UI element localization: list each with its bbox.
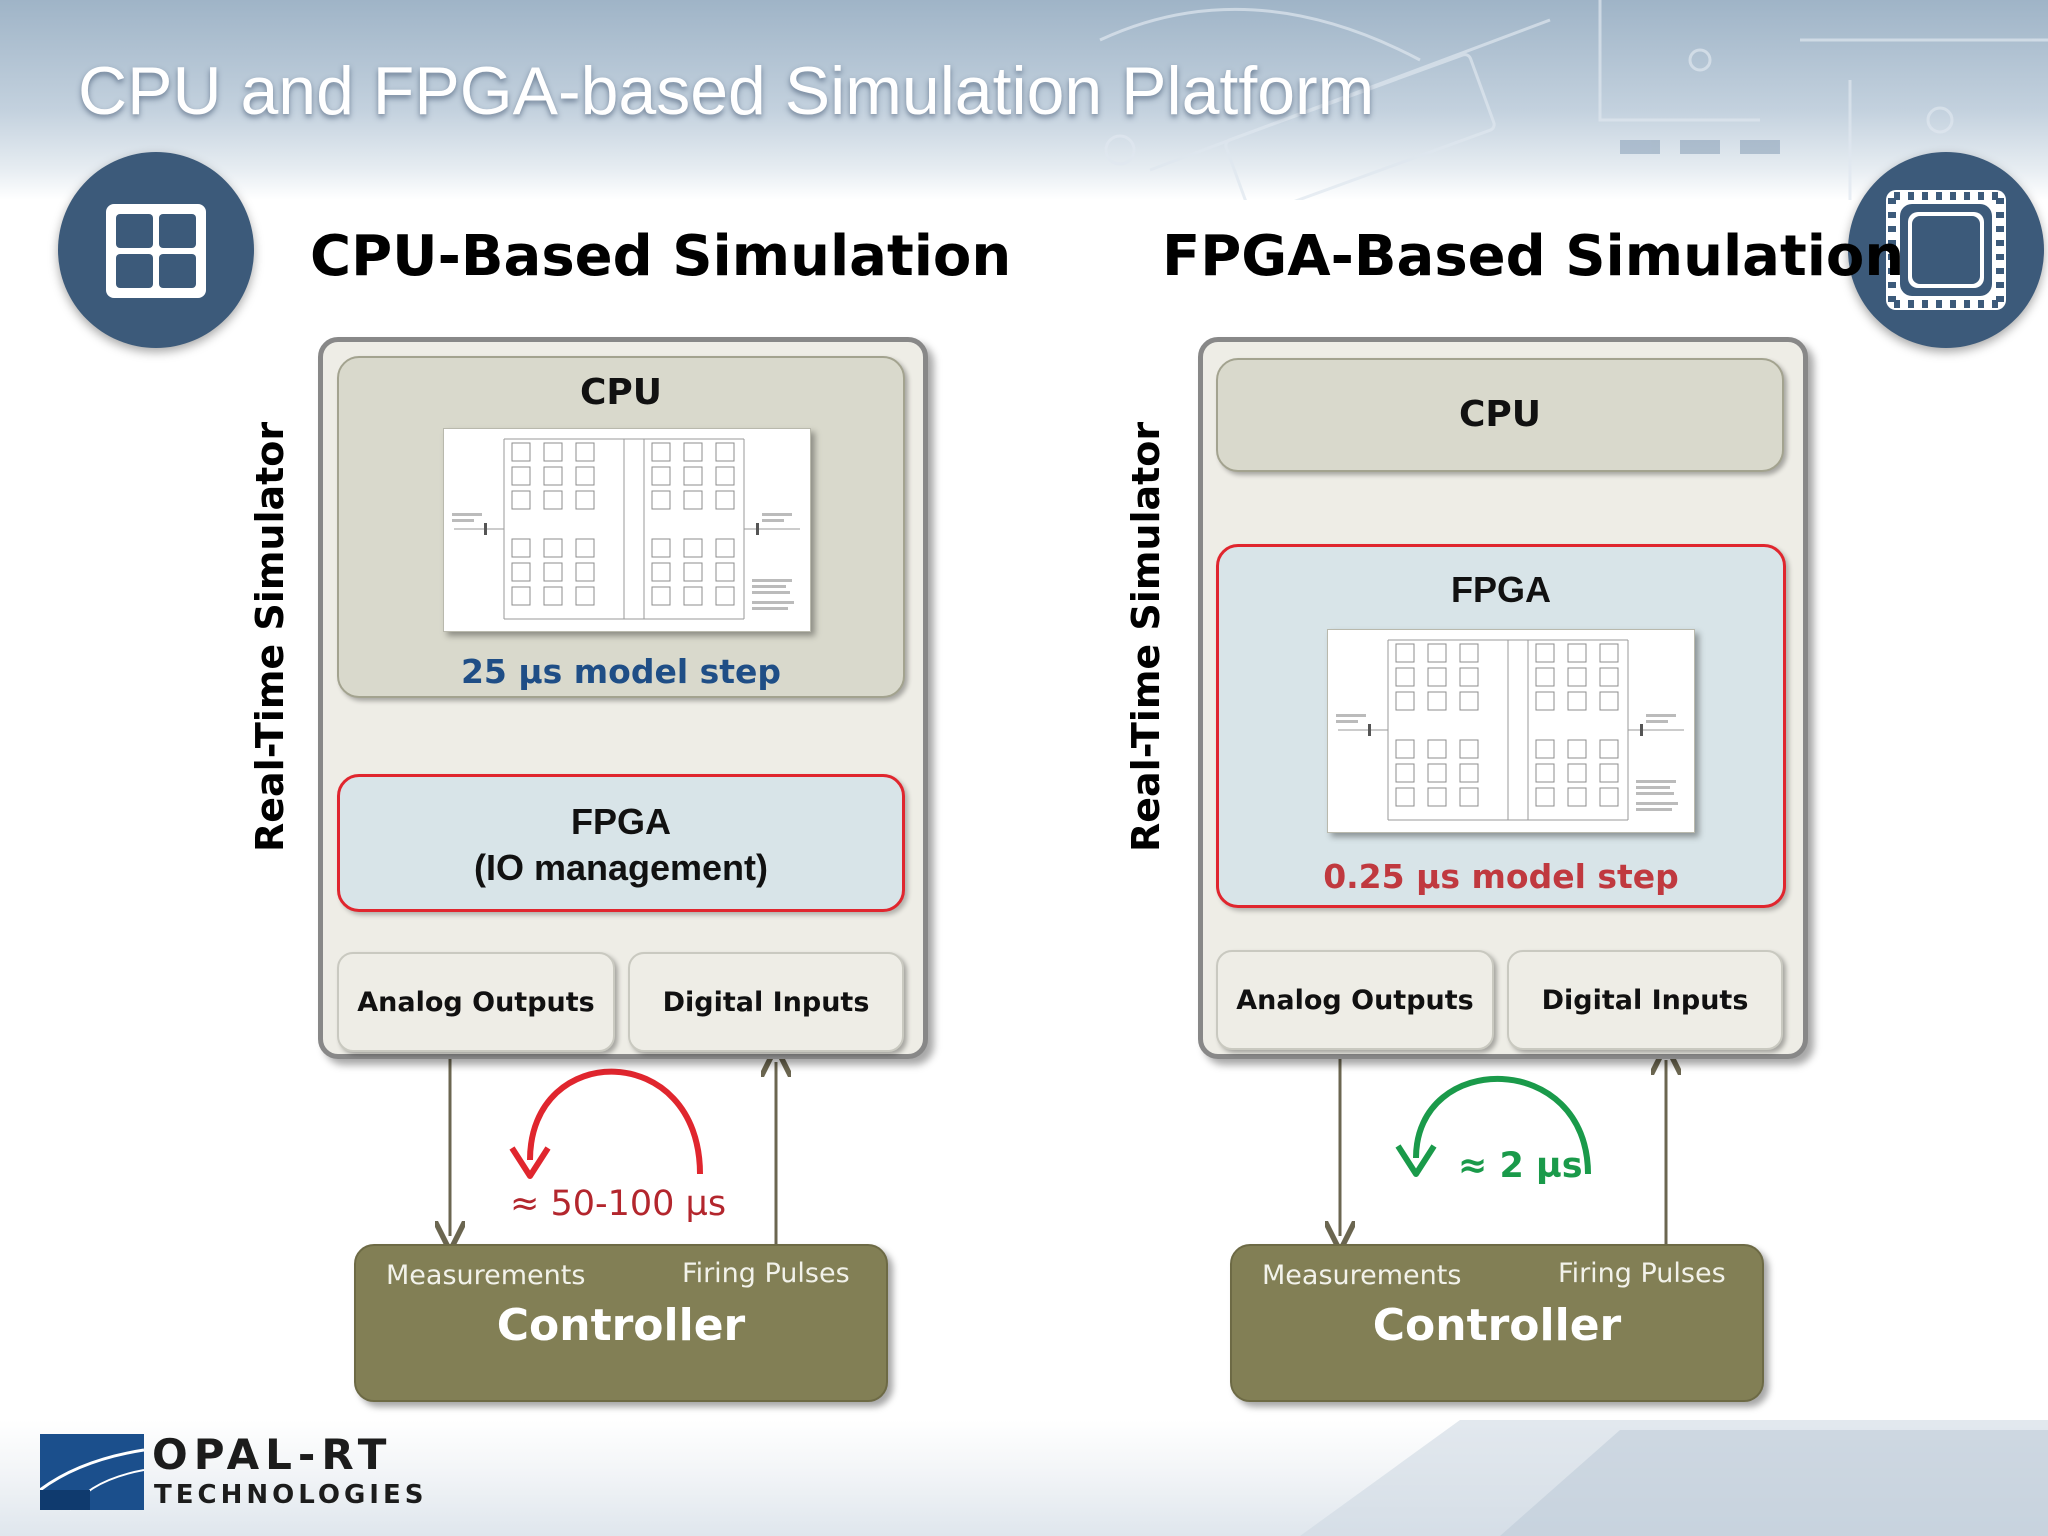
right-fpga-label: FPGA [1450,569,1551,610]
right-cpu-box: CPU [1216,358,1784,472]
window-grid-icon [106,204,206,298]
right-analog-outputs: Analog Outputs [1216,950,1494,1050]
footer-decoration [1300,1420,2048,1536]
left-cpu-step: 25 µs model step [460,652,782,691]
right-digital-inputs: Digital Inputs [1507,950,1783,1050]
left-fpga-box: FPGA (IO management) [337,774,905,912]
right-latency-label: ≈ 2 µs [1458,1146,1583,1186]
left-schematic [443,428,811,632]
left-badge [58,152,254,348]
left-cpu-label: CPU [579,372,663,413]
circuit-background [1099,0,2048,200]
opal-rt-logo: OPAL-RT TECHNOLOGIES [40,1430,480,1514]
right-controller-box: Measurements Firing Pulses Controller [1230,1244,1764,1402]
opal-rt-mark-icon [40,1434,144,1511]
right-fpga-step: 0.25 µs model step [1323,857,1679,896]
right-latency-arc [1413,1075,1591,1175]
left-controller-label: Controller [496,1300,746,1351]
left-measurements-label: Measurements [386,1260,586,1291]
chip-icon [1886,190,2006,310]
left-digital-inputs: Digital Inputs [628,952,904,1052]
left-analog-outputs: Analog Outputs [337,952,615,1052]
left-heading: CPU-Based Simulation [310,224,1012,289]
left-fpga-label: FPGA [570,801,671,842]
logo-line2: TECHNOLOGIES [154,1480,428,1510]
right-controller-label: Controller [1372,1300,1622,1351]
left-latency-arc [527,1068,703,1175]
logo-line1: OPAL-RT [152,1430,393,1479]
right-schematic [1327,629,1695,833]
footer-banner [0,1420,2048,1536]
left-controller-box: Measurements Firing Pulses Controller [354,1244,888,1402]
left-firing-pulses-label: Firing Pulses [682,1258,850,1289]
left-fpga-sublabel: (IO management) [473,847,769,888]
right-firing-pulses-label: Firing Pulses [1558,1258,1726,1289]
left-cpu-box: CPU [337,356,905,698]
right-cpu-label: CPU [1458,394,1542,435]
right-heading: FPGA-Based Simulation [1162,224,1905,289]
left-latency-label: ≈ 50-100 µs [510,1184,727,1224]
slide-title: CPU and FPGA-based Simulation Platform [78,53,1375,129]
right-measurements-label: Measurements [1262,1260,1462,1291]
right-fpga-box: FPGA [1216,544,1786,908]
header-banner: CPU and FPGA-based Simulation Platform [0,0,2048,200]
right-badge [1848,152,2044,348]
